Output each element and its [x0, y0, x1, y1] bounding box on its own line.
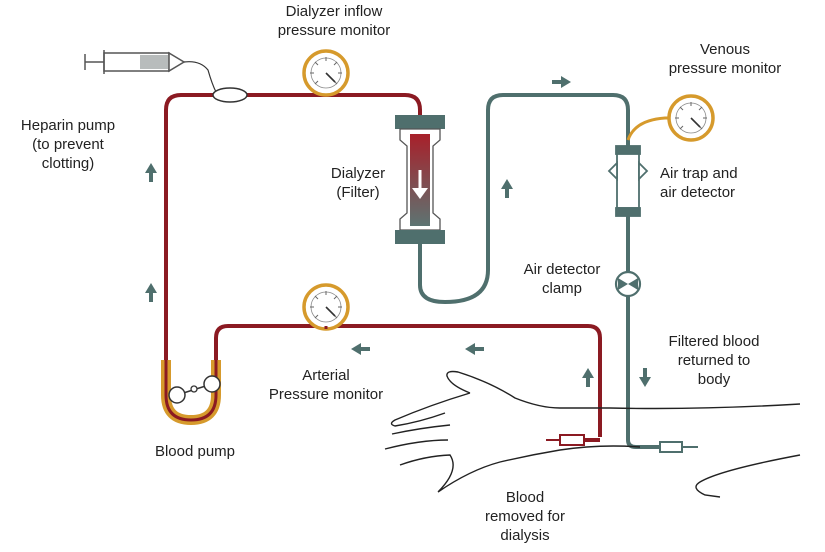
label-venous-monitor: Venous pressure monitor — [668, 41, 782, 77]
label-filtered-blood: Filtered blood returned to body — [668, 333, 760, 388]
pressure-gauge-icon — [667, 94, 715, 142]
arterial-tubing-upper — [164, 93, 422, 360]
flow-arrow-icon — [145, 76, 651, 387]
venous-gauge-tube — [626, 116, 676, 141]
label-air-detector-clamp: Air detector clamp — [523, 261, 601, 297]
label-dialyzer: Dialyzer (Filter) — [330, 165, 386, 201]
venous-needle — [659, 441, 698, 453]
air-trap-detector — [607, 145, 649, 217]
arterial-tubing — [214, 324, 602, 437]
pressure-gauge-icon — [302, 49, 350, 97]
venous-tubing — [418, 93, 660, 449]
heparin-connector — [212, 87, 248, 103]
label-blood-pump: Blood pump — [154, 443, 236, 460]
label-dialyzer-inflow-monitor: Dialyzer inflow pressure monitor — [277, 3, 391, 39]
arm-outline — [384, 370, 801, 498]
arterial-needle — [546, 434, 600, 446]
clamp-icon — [614, 270, 642, 298]
syringe-icon — [84, 50, 217, 93]
pressure-gauge-icon — [302, 283, 350, 331]
label-heparin-pump: Heparin pump (to prevent clotting) — [20, 117, 116, 172]
label-air-trap: Air trap and air detector — [660, 165, 738, 201]
label-blood-removed: Blood removed for dialysis — [484, 489, 566, 544]
dialyzer-filter — [395, 115, 445, 244]
roller-pump-icon — [161, 360, 221, 426]
label-arterial-monitor: Arterial Pressure monitor — [268, 367, 384, 403]
